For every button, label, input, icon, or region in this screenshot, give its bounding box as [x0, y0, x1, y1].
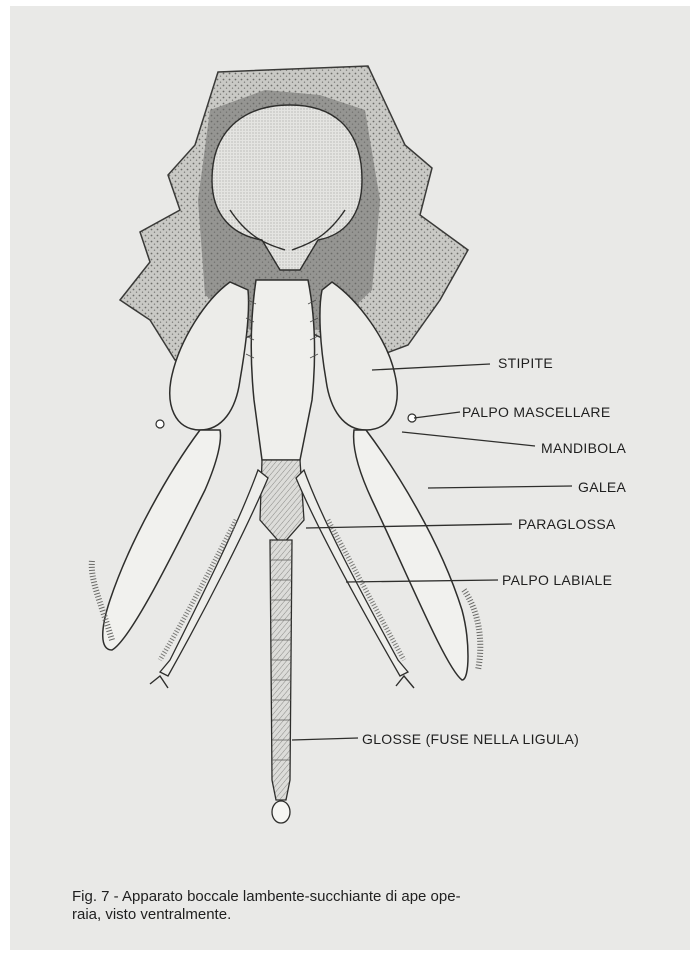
mentum	[251, 280, 314, 460]
glossa	[270, 540, 292, 800]
label-glosse: GLOSSE (FUSE NELLA LIGULA)	[362, 731, 579, 747]
right-galea	[354, 430, 468, 680]
paraglossae	[260, 460, 304, 545]
label-palpo-mascellare: PALPO MASCELLARE	[462, 404, 610, 420]
figure-caption: Fig. 7 - Apparato boccale lambente-succh…	[72, 888, 672, 924]
label-palpo-labiale: PALPO LABIALE	[502, 572, 612, 588]
label-mandibola: MANDIBOLA	[541, 440, 626, 456]
label-stipite: STIPITE	[498, 355, 553, 371]
caption-line-2: raia, visto ventralmente.	[72, 906, 672, 924]
left-galea	[103, 430, 221, 650]
left-maxillary-palp	[156, 420, 164, 428]
label-galea: GALEA	[578, 479, 626, 495]
caption-line-1: Fig. 7 - Apparato boccale lambente-succh…	[72, 888, 672, 906]
label-paraglossa: PARAGLOSSA	[518, 516, 616, 532]
flabellum	[272, 801, 290, 823]
